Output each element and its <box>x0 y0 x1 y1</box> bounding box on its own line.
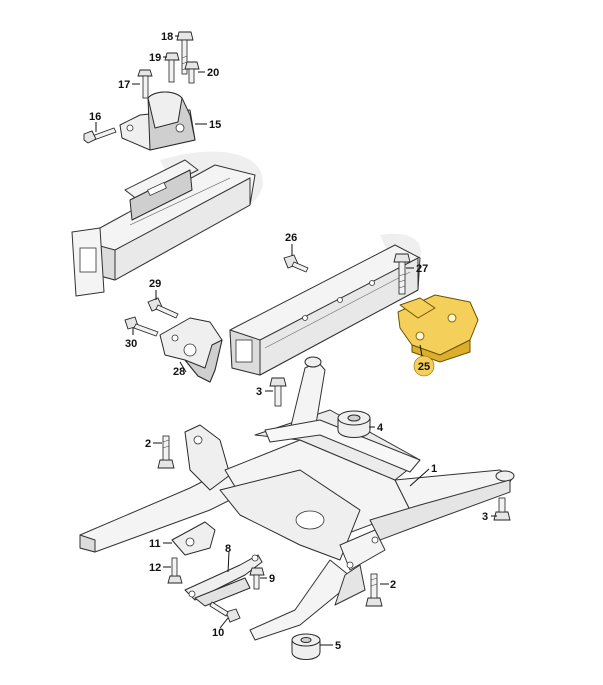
label-part-19: 19 <box>149 52 161 64</box>
subframe-1 <box>79 356 515 641</box>
bolt-12 <box>167 557 183 584</box>
bolt-16 <box>83 127 117 144</box>
bolt-3-left <box>269 377 287 407</box>
label-part-16: 16 <box>89 111 101 123</box>
upper-left-rail <box>71 151 263 297</box>
label-part-2: 2 <box>390 579 396 591</box>
bracket-11 <box>171 521 216 556</box>
label-part-15: 15 <box>209 119 221 131</box>
bolt-26 <box>283 254 309 273</box>
label-part-3: 3 <box>482 511 488 523</box>
bolt-29 <box>147 297 179 319</box>
label-part-18: 18 <box>161 31 173 43</box>
pendulum-support-8 <box>184 554 263 607</box>
engine-mount-15 <box>119 91 196 151</box>
part-number-labels: 1 2 2 3 3 4 5 8 9 10 11 12 15 16 17 18 1… <box>89 31 488 652</box>
mount-bracket-25 <box>397 294 479 363</box>
label-part-25: 25 <box>418 361 430 373</box>
label-part-20: 20 <box>207 67 219 79</box>
bolt-2-right <box>365 573 383 607</box>
label-part-29: 29 <box>149 278 161 290</box>
leader-lines <box>95 35 497 646</box>
bushing-4 <box>337 410 371 438</box>
label-part-2: 2 <box>145 438 151 450</box>
bolt-27 <box>393 253 411 295</box>
label-part-1: 1 <box>431 463 437 475</box>
bolt-10 <box>209 601 241 623</box>
label-part-5: 5 <box>335 640 341 652</box>
label-part-26: 26 <box>285 232 297 244</box>
label-part-4: 4 <box>377 422 384 434</box>
bolt-30 <box>124 316 159 337</box>
label-part-10: 10 <box>212 627 224 639</box>
bolt-17 <box>137 69 153 99</box>
label-part-11: 11 <box>149 538 161 550</box>
center-rail <box>229 233 421 376</box>
label-part-30: 30 <box>125 338 137 350</box>
label-part-8: 8 <box>225 543 231 555</box>
label-part-27: 27 <box>416 263 428 275</box>
mount-bracket-28 <box>159 317 223 383</box>
label-part-17: 17 <box>118 79 130 91</box>
label-part-28: 28 <box>173 366 185 378</box>
bolt-2-left <box>157 435 175 469</box>
bolt-18 <box>176 31 194 75</box>
bolt-19 <box>164 52 180 83</box>
label-part-3: 3 <box>256 386 262 398</box>
bolt-9 <box>249 567 265 590</box>
bolt-3-right <box>493 497 511 521</box>
bolt-20 <box>184 61 200 84</box>
label-part-9: 9 <box>269 573 275 585</box>
highlight-badge-25: 25 <box>413 355 435 377</box>
label-part-12: 12 <box>149 562 161 574</box>
bushing-5 <box>291 633 321 660</box>
